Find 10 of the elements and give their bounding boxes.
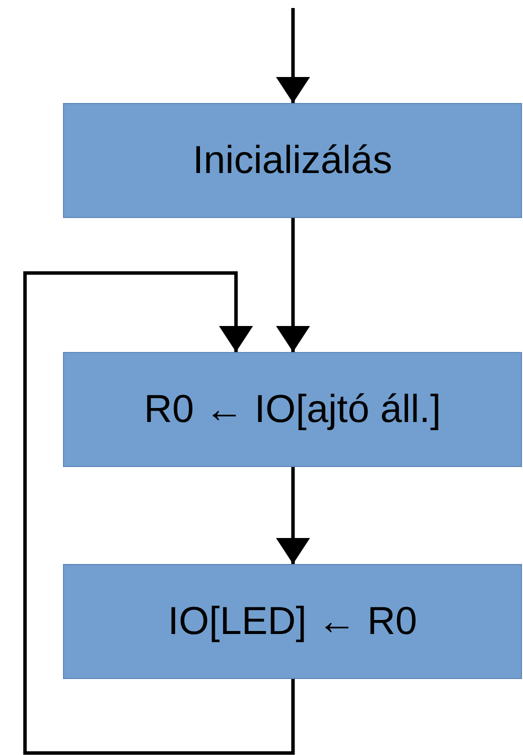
arrow — [276, 218, 310, 352]
box-label: R0 ← IO[ajtó áll.] — [144, 388, 441, 432]
arrow — [276, 8, 310, 103]
process-box — [63, 564, 522, 679]
arrow — [23, 271, 295, 755]
box-label: Inicializálás — [192, 138, 392, 182]
process-box — [63, 103, 522, 218]
arrow — [276, 467, 310, 564]
process-box — [63, 352, 522, 467]
box-label: IO[LED] ← R0 — [168, 600, 418, 644]
